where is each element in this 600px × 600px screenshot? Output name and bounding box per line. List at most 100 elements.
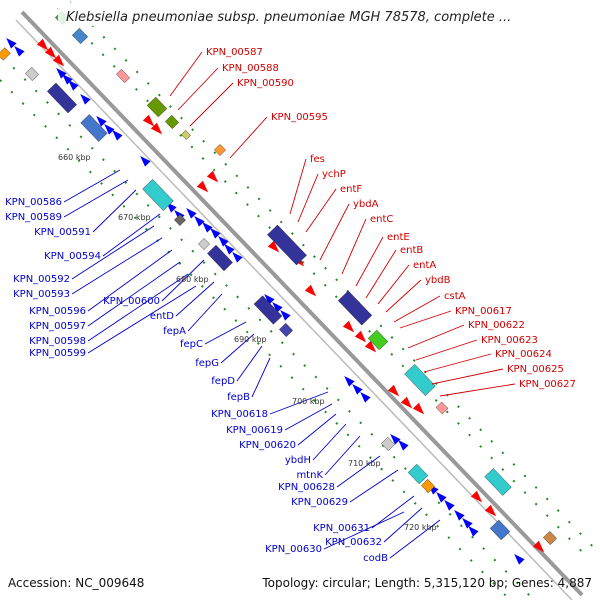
reverse-gene-arrow [514,554,525,565]
reverse-gene-arrow [280,310,291,321]
olive-gene-box [165,114,179,130]
leader-line [289,158,307,215]
leader-line [415,339,478,361]
kbp-tick-label: 670 kbp [118,213,151,222]
kbp-tick-label: 680 kbp [176,275,209,284]
gene-label: KPN_00629 [291,497,348,508]
leader-line [187,293,223,332]
leader-line [63,169,121,203]
leader-line [431,368,504,385]
gene-label: ybdA [353,199,379,210]
cyan-gene-box [407,463,429,485]
leader-line [87,273,189,342]
reverse-gene-arrow [272,302,283,313]
pink-gene-box [116,68,130,84]
gene-label: KPN_00619 [226,425,283,436]
olive-gene-box [146,96,168,118]
navy-gene-box [267,224,307,266]
cyan-gene-box [484,468,512,496]
title-bar-bg [58,2,538,26]
reverse-gene-arrow [360,392,371,403]
grey-gene-box [25,66,39,82]
orange-gene-box [0,47,11,61]
forward-gene-arrow [364,340,377,353]
genome-backbone [20,10,584,597]
gene-label: fepD [211,376,235,387]
reverse-gene-arrow [232,252,243,263]
gene-label: KPN_00588 [222,63,279,74]
reverse-gene-arrow [112,130,123,141]
gene-label: KPN_00595 [271,112,328,123]
leader-line [71,237,163,295]
leader-line [102,213,161,257]
reverse-gene-arrow [6,38,17,49]
leader-line [423,353,492,373]
gene-label: entE [387,232,410,243]
gene-label: KPN_00627 [519,379,576,390]
forward-gene-arrow [36,38,49,51]
reverse-gene-arrow [140,156,151,167]
blue-gene-box [489,519,511,541]
reverse-gene-arrow [398,440,409,451]
reverse-gene-arrow [352,384,363,395]
leader-line [324,435,361,476]
gene-label: KPN_00632 [325,537,382,548]
navy-gene-box [279,322,293,338]
pink-gene-box [435,401,449,415]
forward-gene-arrow [532,540,545,553]
leader-line [269,391,329,415]
reverse-gene-arrow [80,94,91,105]
reverse-gene-arrow [202,222,213,233]
gene-label: KPN_00631 [313,523,370,534]
gene-label: ybdH [285,455,311,466]
leader-line [175,281,215,317]
leader-line [236,345,263,382]
reverse-gene-arrow [68,80,79,91]
leader-line [336,455,381,488]
reverse-gene-arrow [62,74,73,85]
gene-label: KPN_00599 [29,348,86,359]
forward-gene-arrow [206,170,219,183]
leader-line [251,357,271,398]
leader-line [399,310,452,329]
gene-label: KPN_00597 [29,321,86,332]
gene-label: entF [340,184,362,195]
navy-gene-box [337,290,373,326]
leader-line [204,321,247,345]
leader-line [169,51,203,97]
gene-label: ychP [322,169,346,180]
gene-label: KPN_00630 [265,544,322,555]
gene-label: entC [370,214,393,225]
kbp-tick-label: 660 kbp [58,153,91,162]
gene-label: ybdB [425,275,451,286]
green-gene-box [367,329,389,351]
forward-gene-arrow [267,240,280,253]
leader-line [220,333,255,364]
gene-label: cstA [444,291,466,302]
forward-gene-arrow [52,54,65,67]
reverse-gene-arrow [104,124,115,135]
blue-gene-box [80,114,108,142]
cyan-gene-box [142,179,174,211]
reverse-gene-arrow [218,236,229,247]
reverse-gene-arrow [194,216,205,227]
cyan-gene-box [404,364,436,396]
gene-label: KPN_00622 [468,320,525,331]
gene-label: KPN_00591 [34,227,91,238]
yellow-gene-box [181,130,191,140]
leader-line [297,173,319,223]
gene-label: KPN_00598 [29,336,86,347]
leader-line [323,511,405,550]
reverse-gene-arrow [462,518,473,529]
gene-label: entA [413,260,436,271]
gene-label: KPN_00587 [206,47,263,58]
gene-label: KPN_00596 [29,306,86,317]
gene-label: KPN_00617 [455,306,512,317]
leader-line [341,218,367,275]
forward-gene-arrow [400,396,413,409]
kbp-tick-label: 690 kbp [234,335,267,344]
forward-gene-arrow [142,114,155,127]
reverse-gene-arrow [210,228,221,239]
